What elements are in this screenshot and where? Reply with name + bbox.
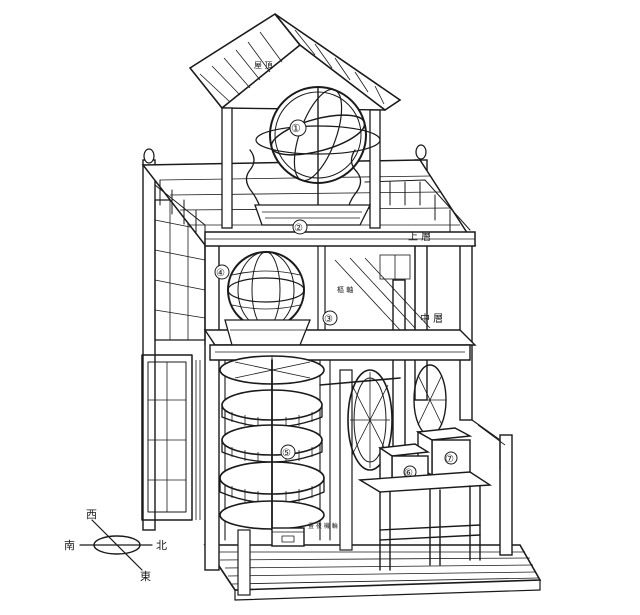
marker-1: ① <box>291 122 301 135</box>
middle-floor-label: 中 層 <box>420 312 443 325</box>
tower-frame <box>141 144 473 596</box>
marker-7: ⑦ <box>445 454 454 465</box>
floor-box: 晝 夜 機 輪 <box>271 522 338 547</box>
compass-north: 北 <box>156 539 167 552</box>
marker-2: ② <box>294 223 303 234</box>
celestial-globe: ④ <box>214 251 311 346</box>
stacked-wheel-tiers: ⑤ <box>219 355 325 531</box>
water-tanks: ⑦ ⑥ <box>357 419 513 571</box>
compass-south: 南 <box>64 539 75 552</box>
marker-4: ④ <box>216 268 225 279</box>
compass-west: 西 <box>86 508 97 521</box>
armillary-sphere: ① <box>245 86 381 226</box>
base-platform <box>203 544 542 601</box>
upper-floor-label: 上 層 <box>408 231 431 243</box>
shaft-label: 樞 軸 <box>337 285 353 294</box>
lower-text: 晝 夜 機 輪 <box>308 522 338 530</box>
water-wheel <box>319 364 447 471</box>
marker-6: ⑥ <box>404 468 413 479</box>
roof-label: 屋 頂 <box>254 61 273 70</box>
marker-3: ③ <box>324 314 333 325</box>
roof-pavilion: 屋 頂 <box>188 12 402 229</box>
compass-rose: 西 南 北 東 <box>64 508 167 583</box>
marker-5: ⑤ <box>282 448 291 459</box>
compass-east: 東 <box>140 570 151 583</box>
